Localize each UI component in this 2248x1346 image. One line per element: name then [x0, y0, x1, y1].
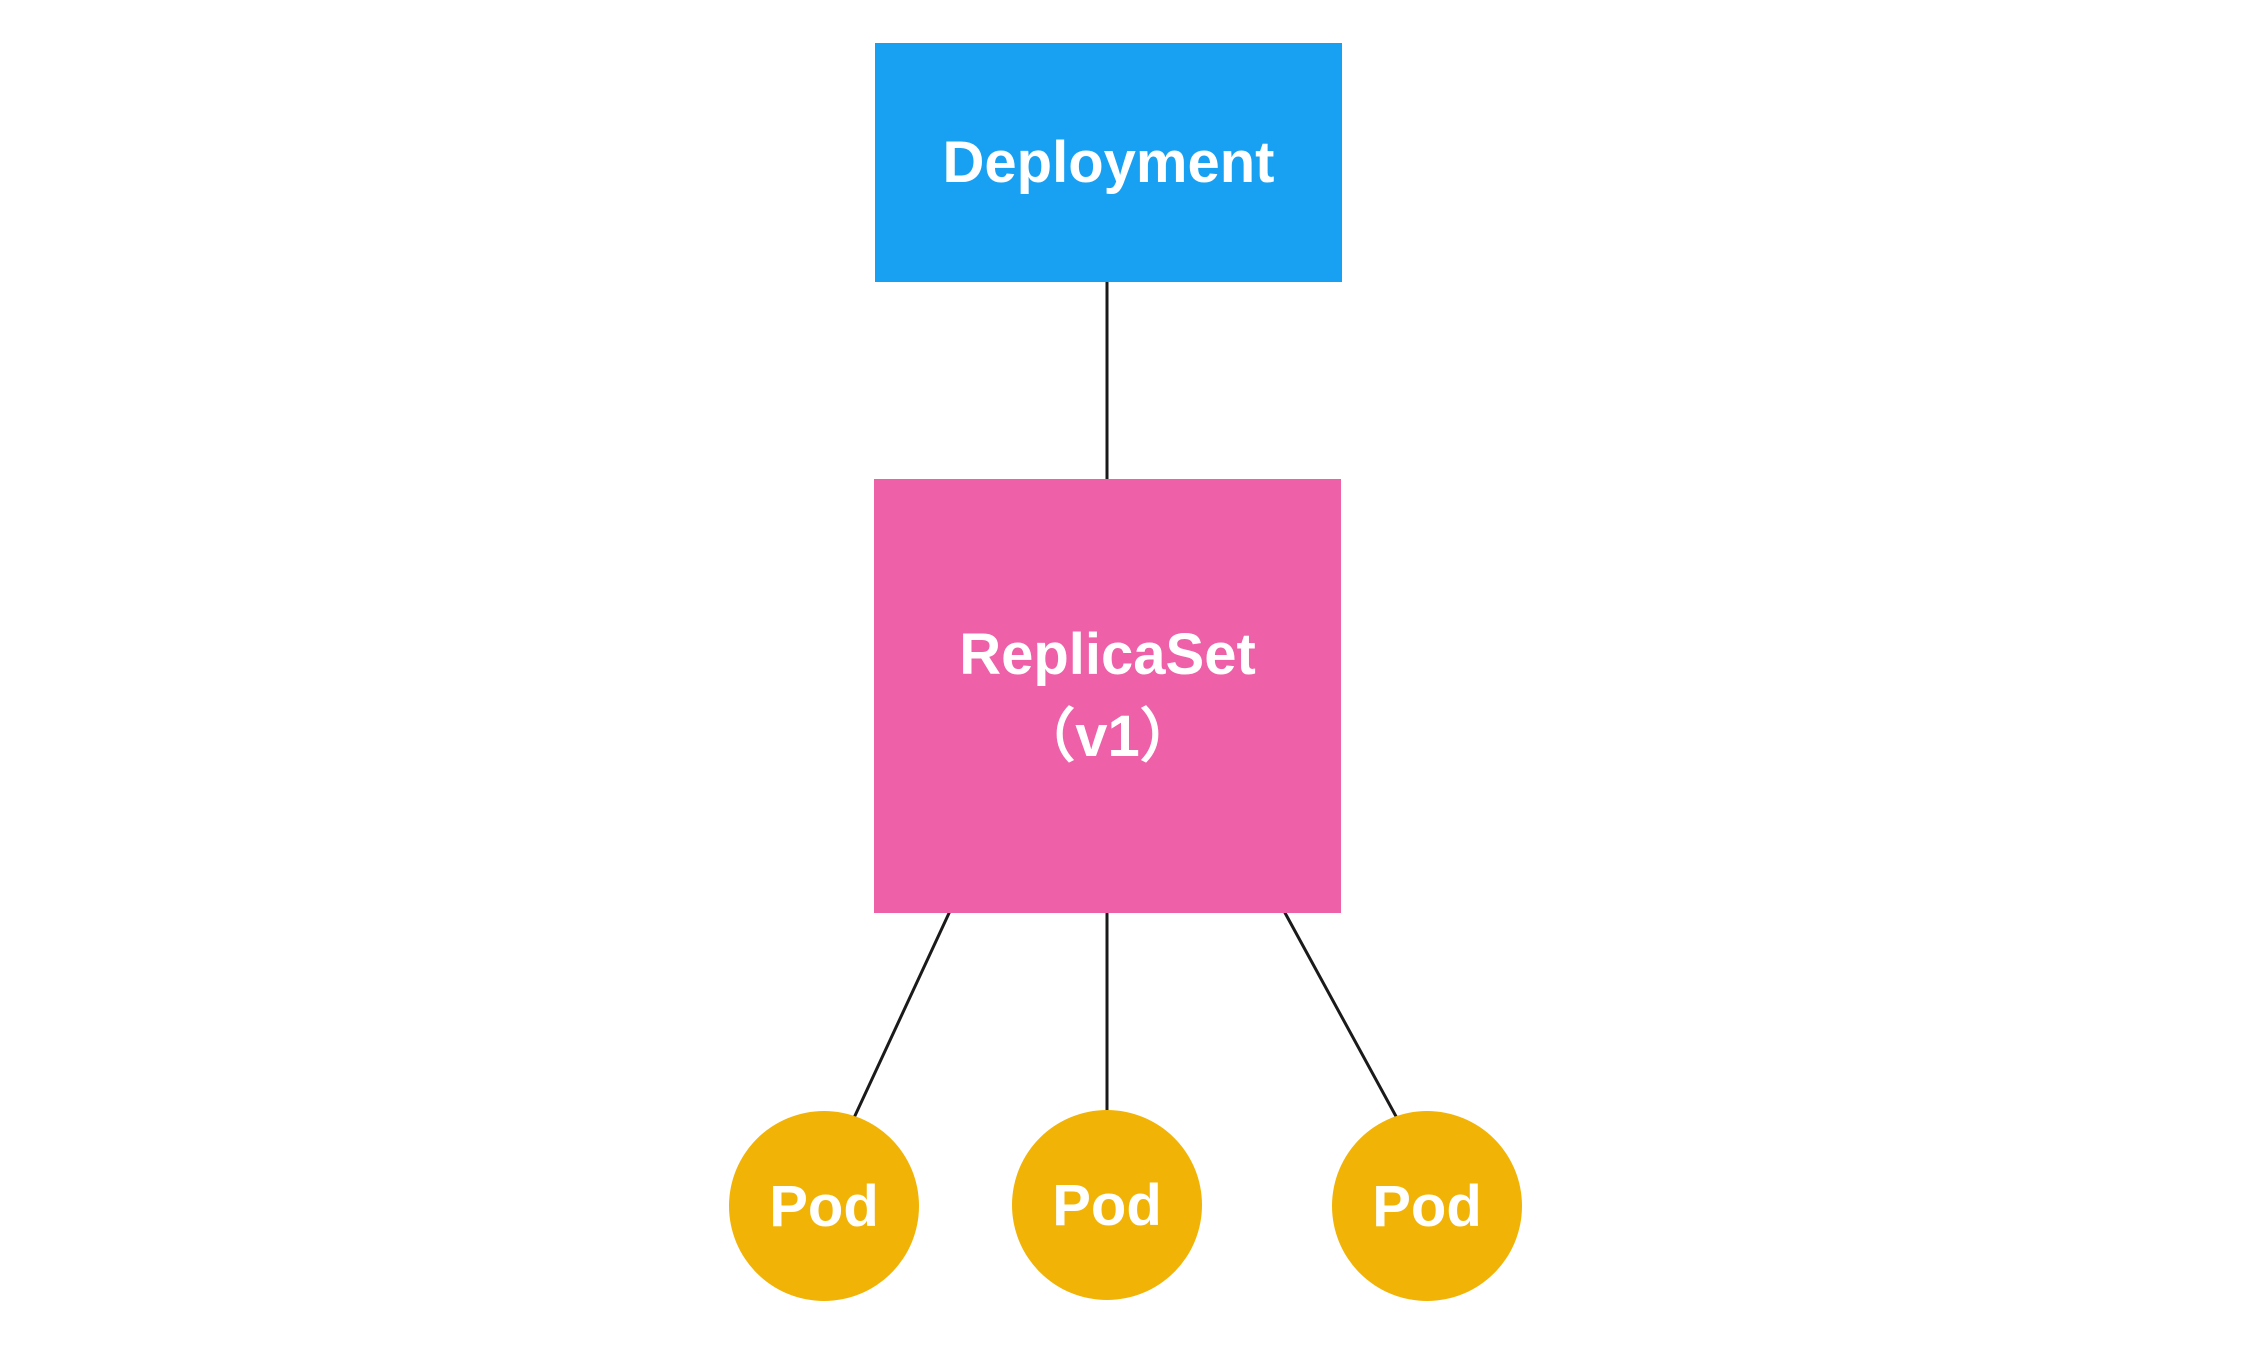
- replicaset-node: ReplicaSet （v1）: [874, 479, 1341, 913]
- pod-node-3: Pod: [1332, 1111, 1522, 1301]
- pod-1-label: Pod: [769, 1173, 879, 1239]
- replicaset-version-label: （v1）: [1017, 704, 1198, 769]
- replicaset-label: ReplicaSet: [959, 621, 1256, 687]
- pod-node-1: Pod: [729, 1111, 919, 1301]
- pod-node-2: Pod: [1012, 1110, 1202, 1300]
- deployment-label: Deployment: [942, 130, 1275, 195]
- deployment-node: Deployment: [875, 43, 1342, 282]
- edge-replicaset-pod3: [1282, 909, 1400, 1122]
- edge-replicaset-pod1: [851, 909, 952, 1122]
- pod-3-label: Pod: [1372, 1173, 1482, 1239]
- pod-2-label: Pod: [1052, 1172, 1162, 1238]
